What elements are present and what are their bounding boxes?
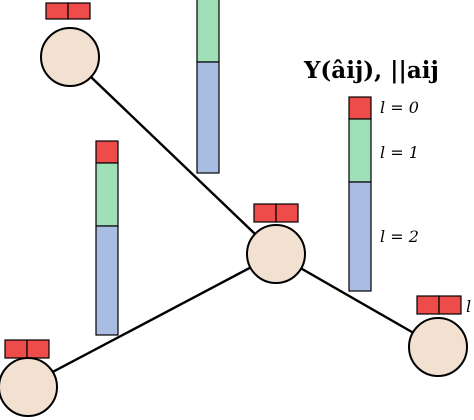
legend-label-l0: l = 0 <box>380 98 419 117</box>
edge-fragment-label: l <box>466 297 471 316</box>
edge-center-to-node-r <box>275 252 439 349</box>
node-feature-bottom-left <box>4 339 50 359</box>
edge-node-bl-to-center <box>27 252 277 387</box>
legend-bar-l0 <box>348 96 372 120</box>
legend-stack <box>348 96 372 292</box>
formula-title: Y(âij), ||aij <box>303 57 439 84</box>
legend-label-l2: l = 2 <box>380 227 419 246</box>
node-feature-right <box>416 295 462 315</box>
legend-bar-l1 <box>348 118 372 183</box>
legend-bar-l2 <box>348 181 372 292</box>
node-feature-top-left <box>45 2 91 20</box>
node-top-left <box>40 27 100 87</box>
edge-feature-stack-top <box>196 0 220 174</box>
legend-label-l1: l = 1 <box>380 143 419 162</box>
node-feature-center <box>253 203 299 223</box>
node-bottom-left <box>0 357 58 417</box>
node-right <box>408 317 468 377</box>
edge-feature-stack-left <box>95 140 119 336</box>
node-center <box>246 224 306 284</box>
edge-node-tl-to-center <box>69 56 277 255</box>
